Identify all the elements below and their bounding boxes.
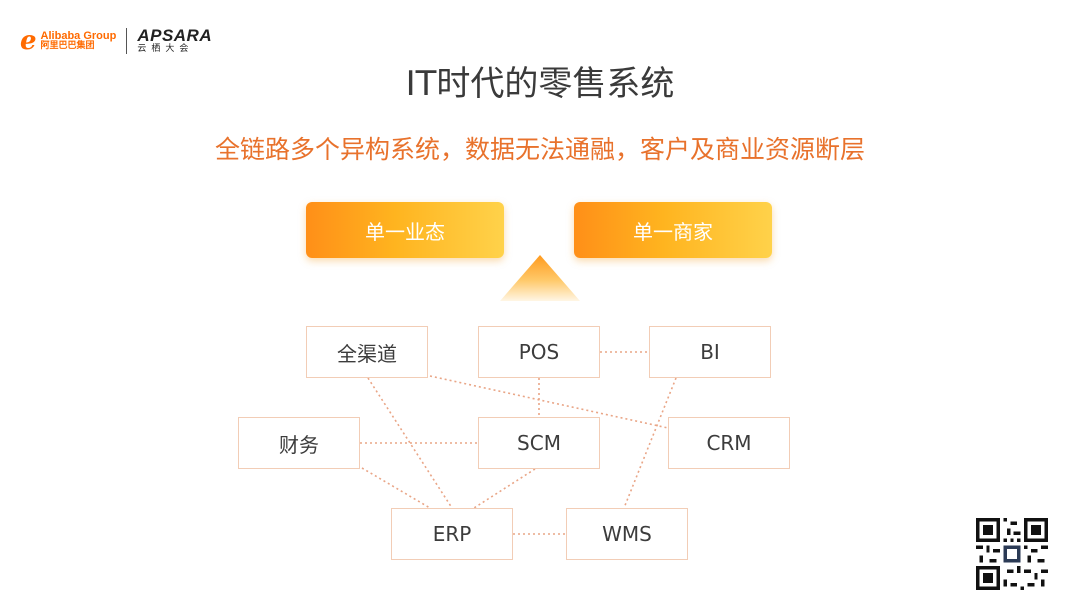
system-crm: CRM — [668, 417, 790, 469]
system-pos: POS — [478, 326, 600, 378]
connector-bi-wms — [623, 377, 677, 509]
system-scm: SCM — [478, 417, 600, 469]
alibaba-logo-icon: e — [20, 26, 37, 56]
alibaba-cn-name: 阿里巴巴集团 — [40, 41, 95, 52]
highlight-single-format: 单一业态 — [306, 202, 504, 258]
connector-qudao-erp — [367, 377, 453, 509]
connector-caiwu-erp — [361, 467, 431, 509]
highlight-single-merchant: 单一商家 — [574, 202, 772, 258]
alibaba-wordmark: Alibaba Group 阿里巴巴集团 — [40, 29, 117, 52]
apsara-name: APSARA — [137, 26, 213, 46]
system-finance: 财务 — [238, 417, 360, 469]
header-logos: e Alibaba Group 阿里巴巴集团 APSARA 云栖大会 — [20, 26, 212, 56]
apsara-logo: APSARA 云栖大会 — [137, 27, 212, 54]
slide-title: IT时代的零售系统 — [405, 64, 675, 104]
system-bi: BI — [649, 326, 771, 378]
system-erp: ERP — [391, 508, 513, 560]
apsara-cn-name: 云栖大会 — [137, 44, 194, 55]
qr-code-icon — [976, 518, 1048, 590]
logo-divider — [126, 28, 128, 54]
connector-qudao-crm — [429, 375, 669, 429]
system-omnichannel: 全渠道 — [306, 326, 428, 378]
connector-scm-erp — [473, 468, 536, 509]
slide-subtitle: 全链路多个异构系统，数据无法通融，客户及商业资源断层 — [214, 135, 865, 164]
alibaba-name: Alibaba Group — [40, 29, 117, 42]
system-wms: WMS — [566, 508, 688, 560]
